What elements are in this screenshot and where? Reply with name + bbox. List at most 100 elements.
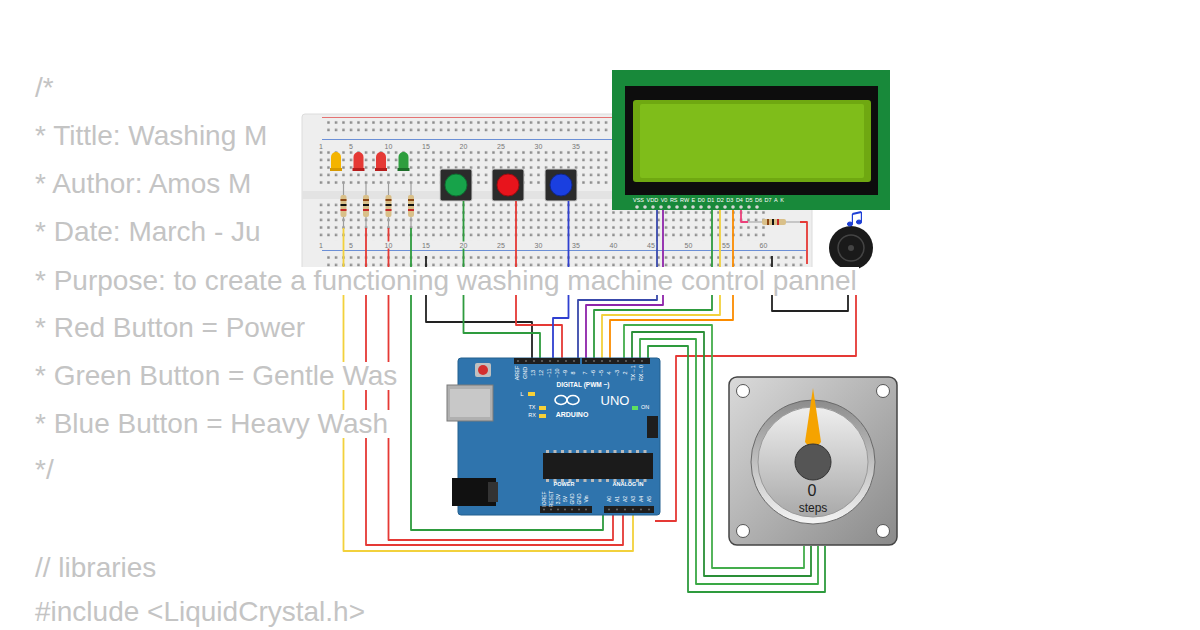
pin [667,205,671,209]
column-number: 30 [534,143,544,150]
chip-pin [621,450,624,453]
pin-label: A0 [607,496,612,502]
mount-hole [877,385,890,398]
pin-label: 7 [583,371,589,374]
pin [699,205,703,209]
icsp-header [647,416,658,438]
pin-label: TX→1 [631,365,637,381]
note-stem [861,212,862,222]
resistor-body [363,195,369,217]
lcd-screen [633,100,871,182]
code-comment: * Purpose: to create a functioning washi… [33,267,859,295]
pin-label: GND [523,367,529,379]
resistor-band [341,199,347,201]
pin [755,205,759,209]
pin [651,205,655,209]
header-pin [533,360,535,362]
header-pin [585,509,587,511]
header-pin [565,360,567,362]
note-stem [852,214,853,224]
header-pin [557,509,559,511]
column-number: 1 [318,143,324,150]
pin [739,205,743,209]
pin-label: A3 [631,496,636,502]
pin [747,205,751,209]
pin-label: A1 [615,496,620,502]
header-pin [564,509,566,511]
brand-label: ARDUINO [556,411,589,418]
lcd-board [612,70,890,210]
column-number: 25 [496,242,506,249]
pin-label: ~6 [591,370,597,376]
header-pin [557,360,559,362]
reset-button [478,365,488,375]
mount-hole [737,525,750,538]
chip-pin [606,450,609,453]
buzzer [829,212,873,270]
column-number: 60 [759,242,769,249]
resistor-body [386,195,392,217]
header-pin [608,509,610,511]
column-number: 20 [459,143,469,150]
arduino-board: AREFGND1312~11~10~987~6~54~32TX→1RX←0DIG… [458,358,660,515]
pin-label: D5 [745,198,752,204]
pin-label: A [774,198,778,204]
chip-pin [584,450,587,453]
pin [683,205,687,209]
header-label: ANALOG IN [613,482,644,488]
mount-hole [737,385,750,398]
reset-button-base [475,363,491,377]
resistor-band [341,209,347,211]
column-number: 40 [609,242,619,249]
pin-label: D7 [764,198,771,204]
chip-pin [546,450,549,453]
pin-label: IOREF [542,491,547,506]
header-pin [641,360,643,362]
code-comment: * Green Button = Gentle Was [33,362,399,390]
pin [643,205,647,209]
logo-mark [567,396,579,405]
resistor-band [772,219,774,225]
header-pin [601,360,603,362]
chip-pin [561,450,564,453]
unit-label: steps [799,502,828,514]
chip-pin [629,450,632,453]
status-led [539,414,546,418]
column-number: 35 [571,143,581,150]
header-pin [633,360,635,362]
pin-label: D6 [755,198,762,204]
pin-label: ~11 [547,369,553,378]
needle [805,388,821,452]
chip-pin [554,450,557,453]
motor-plate [729,377,897,545]
pin-label: D1 [707,198,714,204]
code-comment: * Date: March - Ju [33,218,263,246]
column-number: 15 [421,242,431,249]
pin-label: ~3 [615,370,621,376]
column-number: 10 [384,242,394,249]
chip-pin [606,479,609,482]
pin-label: D0 [698,198,705,204]
push-button [440,169,577,201]
pin-label: D2 [717,198,724,204]
sound-icon [847,212,861,226]
pin-label: GND [577,493,582,504]
resistor-band [386,209,392,211]
pin-label: A2 [623,496,628,502]
resistor-body [762,219,786,225]
pin-label: RESET [549,491,554,508]
lcd-display [612,70,890,210]
pin [715,205,719,209]
stepper-motor: 0steps [728,376,898,546]
pin-label: 2 [623,371,629,374]
code-comment: #include <LiquidCrystal.h> [33,598,367,626]
led-body [376,152,386,170]
chip-pin [636,450,639,453]
pin-label: D4 [736,198,743,204]
header-pin [593,360,595,362]
mount-hole [877,525,890,538]
column-number: 5 [348,242,354,249]
resistor-band [363,209,369,211]
button-cap [497,174,519,196]
